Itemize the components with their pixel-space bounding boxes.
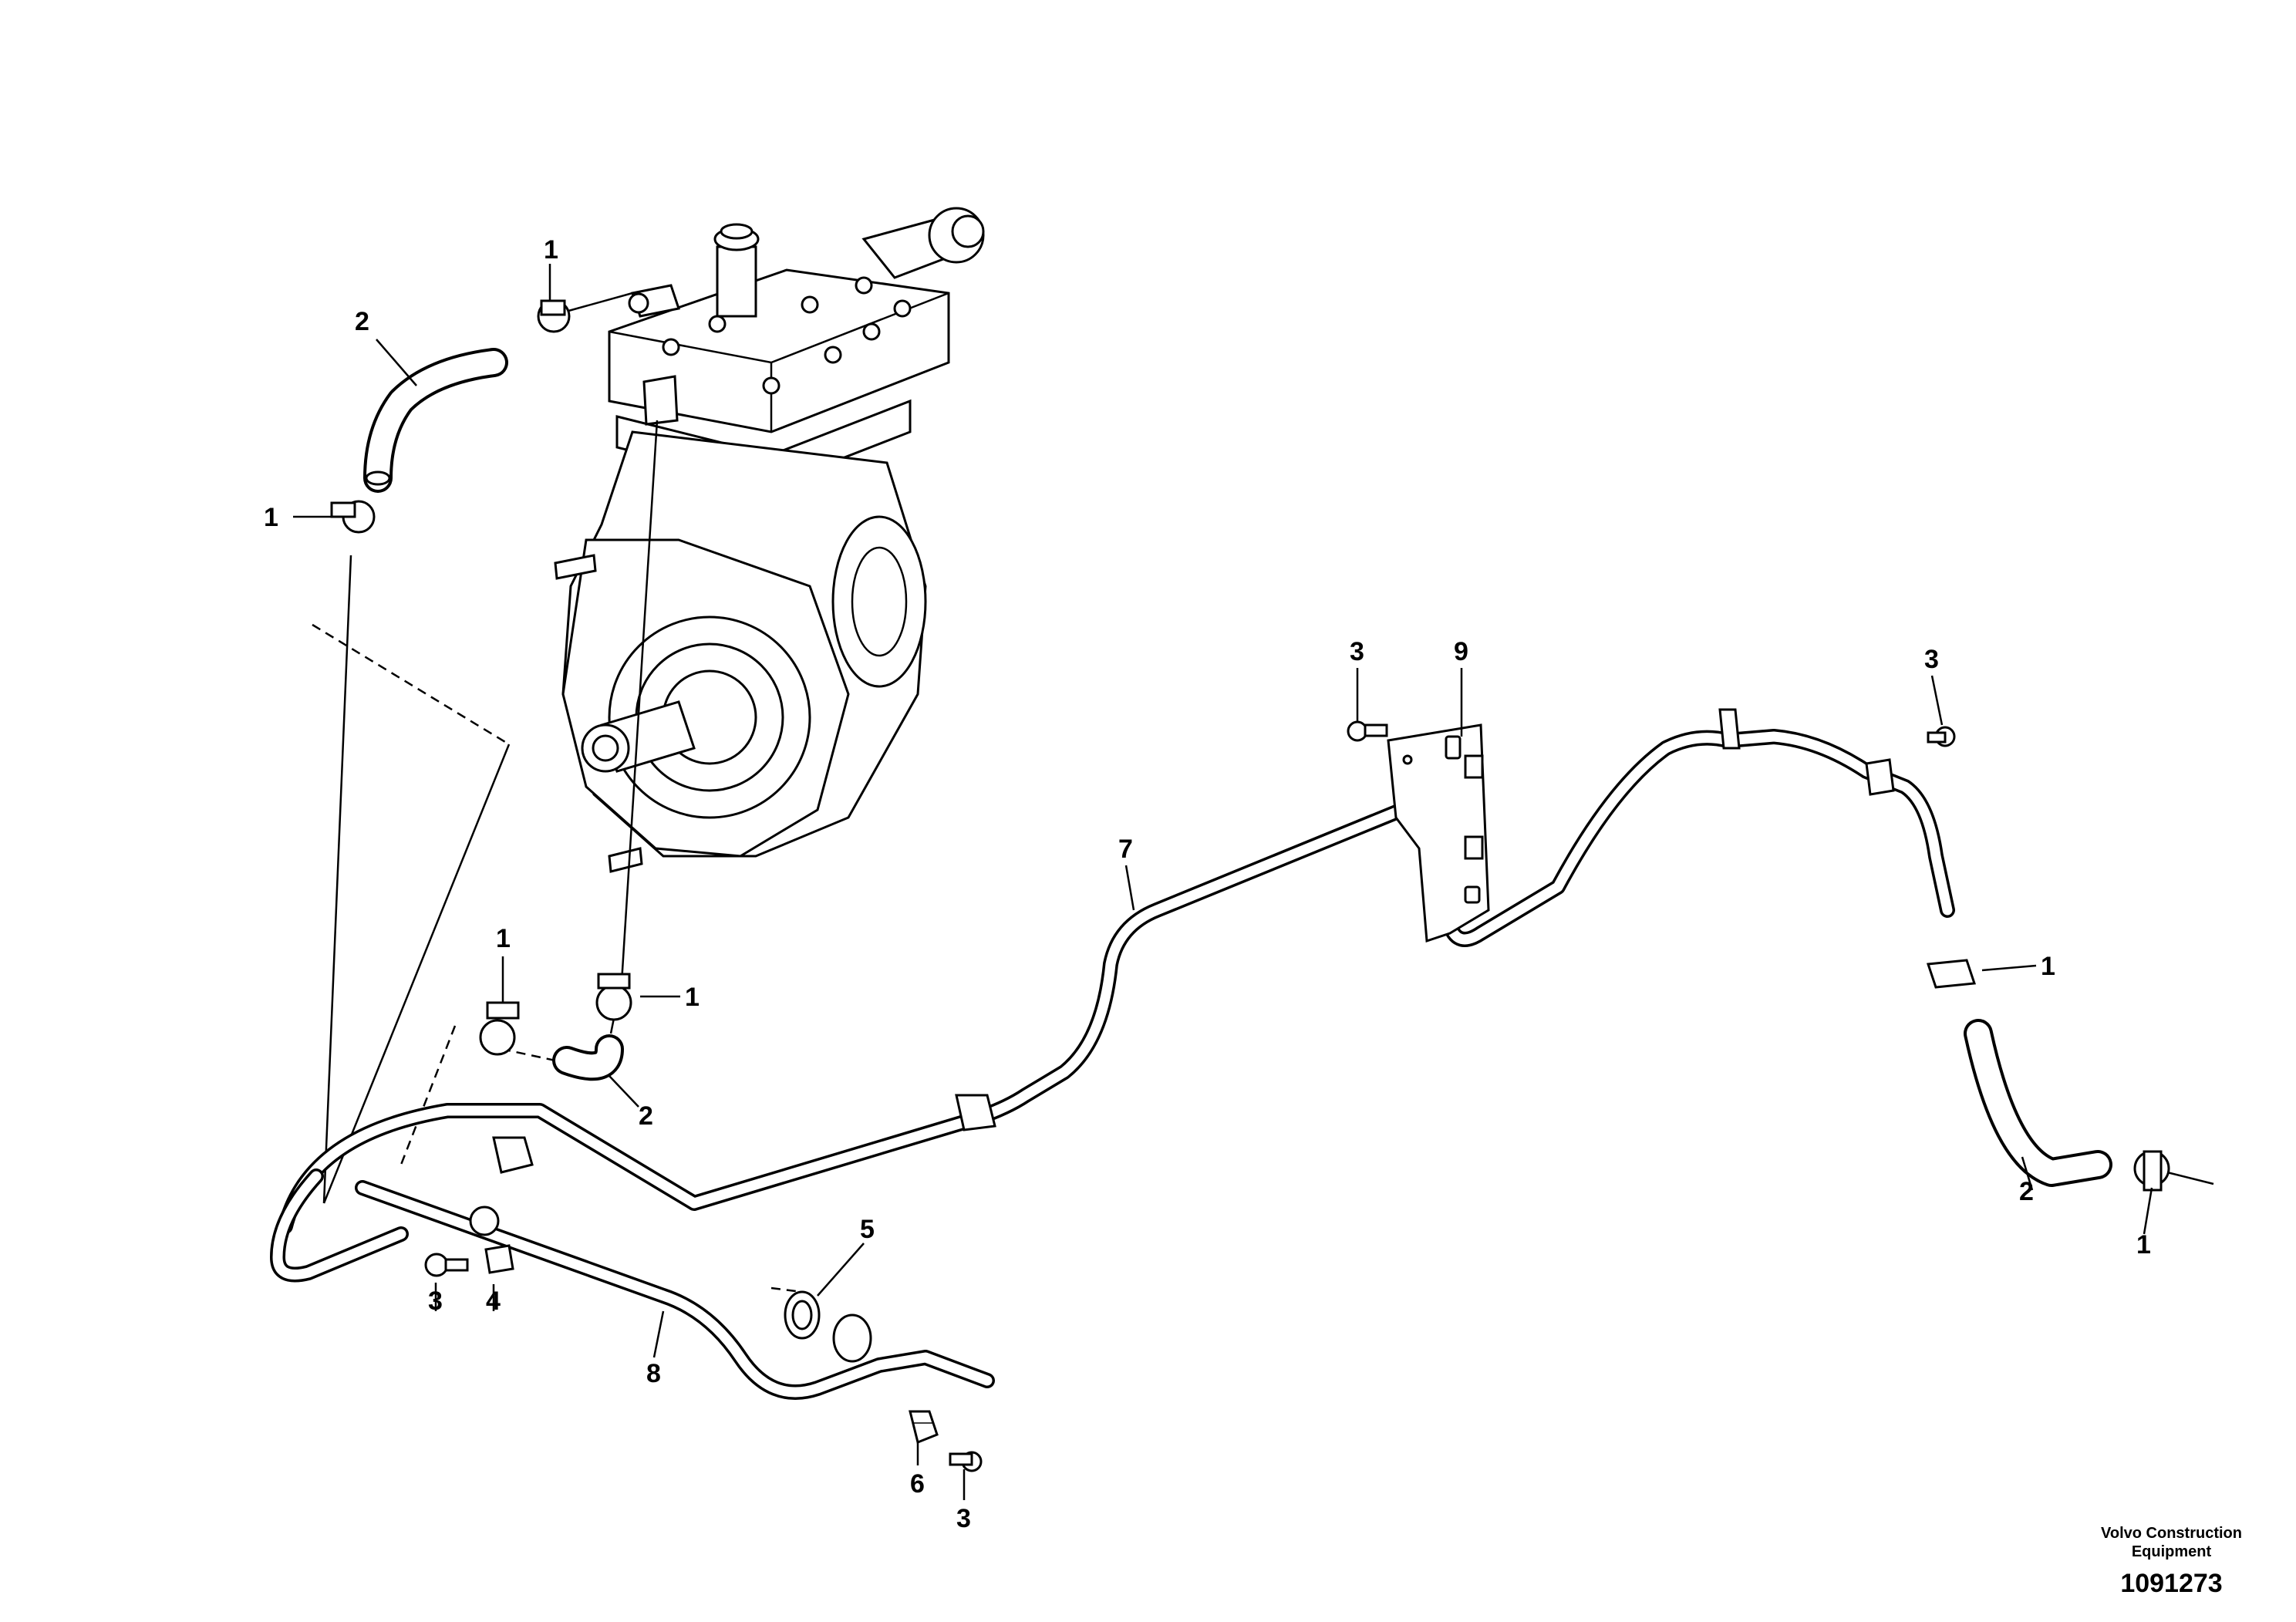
brand-line-1: Volvo Construction	[2101, 1525, 2242, 1542]
clip-6	[909, 1410, 939, 1445]
callout-1-right-b: 1	[2136, 1230, 2151, 1259]
drawing-number: 1091273	[2120, 1569, 2223, 1598]
callout-7: 7	[1118, 835, 1133, 864]
callout-1-lower-a: 1	[496, 924, 511, 953]
callout-3-bracket: 3	[1350, 637, 1364, 666]
clamp-1-left	[330, 500, 376, 534]
callout-3-bottom: 3	[956, 1504, 971, 1533]
pipe-8	[270, 1168, 995, 1400]
callout-2-lower: 2	[639, 1101, 653, 1131]
drawing-footer: Volvo Construction Equipment 1091273	[2101, 1524, 2242, 1599]
callout-3-right: 3	[1924, 645, 1939, 674]
callout-labels: 1 2 1 1 1 2 7 3 9 3 1 2 1 5 3 4 8 6 3	[264, 235, 2151, 1533]
callout-leaders	[293, 264, 2153, 1500]
hose-upper-left	[363, 348, 508, 493]
callout-9: 9	[1454, 637, 1468, 666]
grommet-5	[784, 1290, 821, 1340]
clamp-1-lower-a	[479, 1001, 520, 1056]
screw-3-bottom	[949, 1451, 983, 1472]
callout-5: 5	[860, 1215, 875, 1244]
clamp-1-right-b	[2133, 1150, 2170, 1192]
callout-8: 8	[646, 1359, 661, 1388]
clamp-1-top	[537, 299, 571, 333]
clamp-1-right-a	[1926, 959, 1977, 989]
callout-3-lower-left: 3	[428, 1286, 443, 1316]
reference-lines	[312, 292, 2214, 1293]
screw-3-right	[1927, 726, 1956, 747]
hose-lower-left	[552, 1034, 624, 1081]
callout-6: 6	[910, 1469, 925, 1499]
screw-3-bracket	[1347, 720, 1388, 742]
air-compressor	[554, 207, 985, 873]
hose-right	[1964, 1019, 2112, 1187]
pipe-7	[278, 729, 1955, 1234]
callout-1-right-a: 1	[2041, 952, 2055, 981]
bracket-9	[1387, 723, 1490, 943]
pipe-cap	[832, 1313, 872, 1363]
callout-1-left: 1	[264, 503, 278, 532]
callout-1-lower-b: 1	[685, 983, 700, 1012]
brand-line-2: Equipment	[2131, 1543, 2212, 1560]
callout-1-top: 1	[544, 235, 558, 265]
clamp-1-lower-b	[595, 973, 632, 1021]
screw-3-lower-left	[424, 1253, 469, 1277]
pipe-clamps	[469, 708, 1895, 1274]
callout-4: 4	[486, 1286, 501, 1316]
callout-2-right: 2	[2019, 1177, 2034, 1206]
callout-2-top: 2	[355, 307, 369, 336]
